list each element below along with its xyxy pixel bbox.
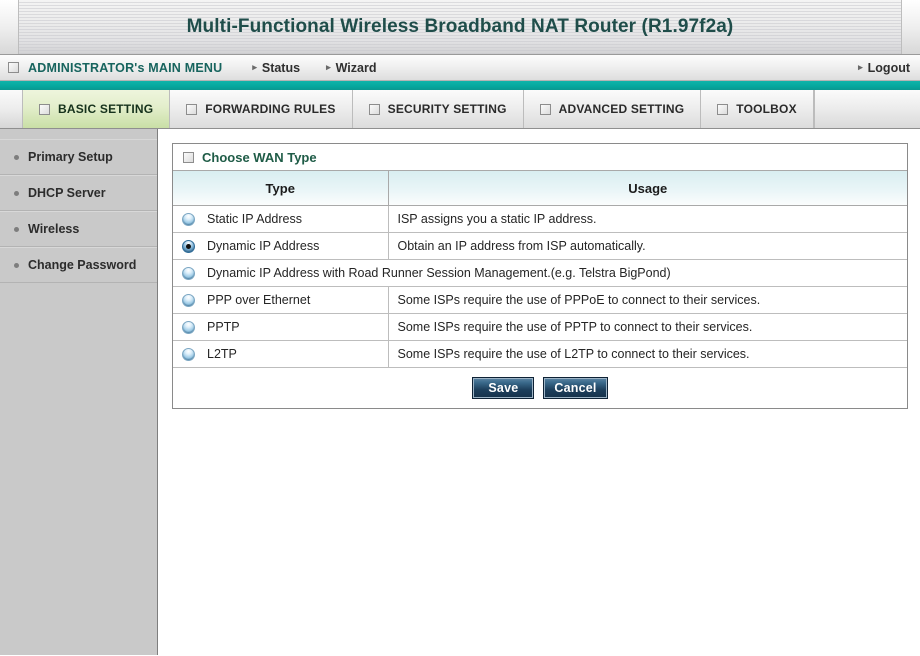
wan-type-label-pptp: PPTP (207, 320, 240, 334)
accent-bar (0, 81, 920, 90)
radio-dynamic-ip-address[interactable] (182, 239, 195, 253)
wan-type-cell-pppoe: PPP over Ethernet (173, 286, 389, 314)
column-header-type: Type (173, 171, 389, 206)
wan-type-table: Type Usage Static IP Address (173, 171, 907, 368)
choose-wan-type-panel: Choose WAN Type Type Usage (172, 143, 908, 409)
sidebar-item-change-password[interactable]: Change Password (0, 247, 157, 283)
wan-type-cell-pptp: PPTP (173, 313, 389, 341)
sidebar-item-wireless[interactable]: Wireless (0, 211, 157, 247)
tab-square-icon (186, 103, 198, 115)
tabstrip-filler (813, 90, 920, 128)
panel-title: Choose WAN Type (202, 149, 317, 165)
chevron-right-icon: ▸ (252, 62, 257, 72)
subnav-item-status[interactable]: ▸ Status (252, 61, 300, 75)
table-row: PPTP Some ISPs require the use of PPTP t… (173, 313, 907, 341)
sidebar-item-dhcp-server-label: DHCP Server (28, 186, 106, 200)
bullet-icon (14, 154, 19, 160)
wan-usage-cell-l2tp: Some ISPs require the use of L2TP to con… (388, 340, 907, 368)
tab-square-icon (539, 103, 551, 115)
sidebar-item-primary-setup-label: Primary Setup (28, 150, 113, 164)
tab-toolbox-label: TOOLBOX (736, 102, 797, 116)
admin-main-menu-label: ADMINISTRATOR's MAIN MENU (28, 60, 223, 75)
sidebar-item-dhcp-server[interactable]: DHCP Server (0, 175, 157, 211)
wan-type-label-l2tp: L2TP (207, 347, 237, 361)
panel-header: Choose WAN Type (173, 144, 907, 171)
tab-advanced-setting-label: ADVANCED SETTING (558, 102, 685, 116)
wan-type-label-pppoe: PPP over Ethernet (207, 293, 311, 307)
table-header-row: Type Usage (173, 171, 907, 206)
table-row: L2TP Some ISPs require the use of L2TP t… (173, 340, 907, 368)
subnav-item-wizard-label: Wizard (335, 60, 377, 75)
subnav-item-status-label: Status (261, 60, 301, 75)
page-body: Primary Setup DHCP Server Wireless Chang… (0, 129, 920, 655)
cancel-button[interactable]: Cancel (543, 377, 608, 399)
wan-type-label-static-ip: Static IP Address (207, 212, 302, 226)
wan-type-cell-dynamic-ip: Dynamic IP Address (173, 232, 389, 260)
tab-forwarding-rules[interactable]: FORWARDING RULES (170, 90, 353, 128)
logout-button[interactable]: ▸ Logout (858, 61, 910, 75)
wan-usage-cell-pppoe: Some ISPs require the use of PPPoE to co… (388, 286, 907, 314)
radio-pptp[interactable] (182, 320, 195, 334)
wan-type-label-road-runner: Dynamic IP Address with Road Runner Sess… (207, 266, 671, 280)
subnav-right: ▸ Logout (858, 61, 910, 75)
sidebar-item-primary-setup[interactable]: Primary Setup (0, 139, 157, 175)
tab-forwarding-rules-label: FORWARDING RULES (205, 102, 336, 116)
column-header-usage: Usage (388, 171, 907, 206)
tab-advanced-setting[interactable]: ADVANCED SETTING (523, 90, 702, 128)
radio-ppp-over-ethernet[interactable] (182, 293, 195, 307)
title-bar-left-edge (0, 0, 19, 54)
page-title: Multi-Functional Wireless Broadband NAT … (186, 16, 734, 37)
wan-type-cell-l2tp: L2TP (173, 340, 389, 368)
tab-basic-setting-label: BASIC SETTING (58, 102, 154, 116)
panel-action-row: Save Cancel (173, 368, 907, 408)
logout-label: Logout (867, 60, 910, 75)
tab-toolbox[interactable]: TOOLBOX (701, 90, 814, 128)
main-tabstrip: BASIC SETTING FORWARDING RULES SECURITY … (0, 90, 920, 129)
table-row: PPP over Ethernet Some ISPs require the … (173, 286, 907, 314)
table-row: Dynamic IP Address Obtain an IP address … (173, 232, 907, 260)
tab-basic-setting[interactable]: BASIC SETTING (22, 90, 171, 128)
wan-usage-cell-pptp: Some ISPs require the use of PPTP to con… (388, 313, 907, 341)
sidebar-item-change-password-label: Change Password (28, 258, 137, 272)
radio-static-ip-address[interactable] (182, 212, 195, 226)
wan-usage-cell-static-ip: ISP assigns you a static IP address. (388, 205, 907, 233)
bullet-icon (14, 190, 19, 196)
subnav-item-wizard[interactable]: ▸ Wizard (326, 61, 376, 75)
tab-square-icon (39, 103, 50, 115)
panel-square-icon (183, 151, 194, 163)
tab-security-setting-label: SECURITY SETTING (387, 102, 507, 116)
wan-type-cell-road-runner: Dynamic IP Address with Road Runner Sess… (173, 259, 907, 287)
bullet-icon (14, 262, 19, 268)
app-title-bar: Multi-Functional Wireless Broadband NAT … (0, 0, 920, 55)
wan-usage-cell-dynamic-ip: Obtain an IP address from ISP automatica… (388, 232, 907, 260)
chevron-right-icon: ▸ (858, 62, 863, 72)
subnav-links: ▸ Status ▸ Wizard (252, 61, 376, 75)
title-bar-right-edge (901, 0, 920, 54)
save-button[interactable]: Save (472, 377, 535, 399)
admin-subnav: ADMINISTRATOR's MAIN MENU ▸ Status ▸ Wiz… (0, 55, 920, 81)
table-row: Static IP Address ISP assigns you a stat… (173, 205, 907, 233)
radio-l2tp[interactable] (182, 347, 195, 361)
table-row: Dynamic IP Address with Road Runner Sess… (173, 259, 907, 287)
sidebar: Primary Setup DHCP Server Wireless Chang… (0, 129, 158, 655)
content-area: Choose WAN Type Type Usage (158, 129, 920, 655)
menu-square-icon (8, 62, 19, 73)
tab-security-setting[interactable]: SECURITY SETTING (352, 90, 524, 128)
wan-type-label-dynamic-ip: Dynamic IP Address (207, 239, 320, 253)
tab-square-icon (717, 103, 729, 115)
tab-square-icon (368, 103, 380, 115)
bullet-icon (14, 226, 19, 232)
sidebar-item-wireless-label: Wireless (28, 222, 80, 236)
chevron-right-icon: ▸ (326, 62, 331, 72)
wan-type-cell-static-ip: Static IP Address (173, 205, 389, 233)
radio-dynamic-ip-road-runner[interactable] (182, 266, 195, 280)
